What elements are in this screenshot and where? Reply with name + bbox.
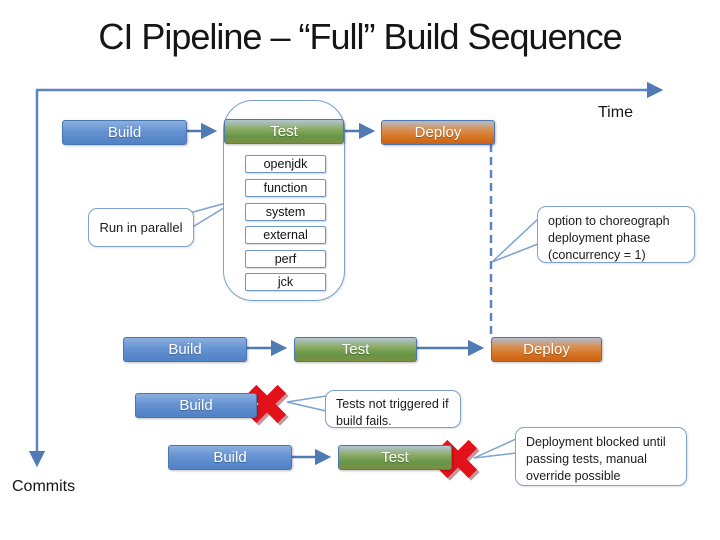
deploy-box-row2: Deploy (491, 337, 602, 362)
test-box-row4: Test (338, 445, 452, 470)
commits-axis-label: Commits (12, 478, 76, 495)
suite-item-function: function (245, 179, 326, 197)
suite-item-jck: jck (245, 273, 326, 291)
fail-x-row3 (247, 384, 287, 424)
parallel-callout: Run in parallel (88, 208, 194, 247)
deploy-blocked-callout: Deployment blocked until passing tests, … (515, 427, 687, 486)
build-fail-callout-tail (286, 395, 327, 412)
build-box-row3: Build (135, 393, 257, 418)
page-title: CI Pipeline – “Full” Build Sequence (98, 16, 622, 57)
build-box-row2: Build (123, 337, 247, 362)
test-box-row2: Test (294, 337, 417, 362)
suite-item-perf: perf (245, 250, 326, 268)
time-axis-label: Time (598, 104, 633, 121)
build-box-row4: Build (168, 445, 292, 470)
test-box-row1: Test (224, 119, 344, 144)
deploy-blocked-callout-tail (473, 438, 517, 459)
axes-corner-line (35, 88, 650, 458)
build-box-row1: Build (62, 120, 187, 145)
suite-item-system: system (245, 203, 326, 221)
choreograph-callout-tail (491, 218, 539, 263)
suite-item-openjdk: openjdk (245, 155, 326, 173)
build-fail-callout: Tests not triggered if build fails. (325, 390, 461, 428)
choreograph-callout: option to choreograph deployment phase (… (537, 206, 695, 263)
suite-item-external: external (245, 226, 326, 244)
deploy-box-row1: Deploy (381, 120, 495, 145)
